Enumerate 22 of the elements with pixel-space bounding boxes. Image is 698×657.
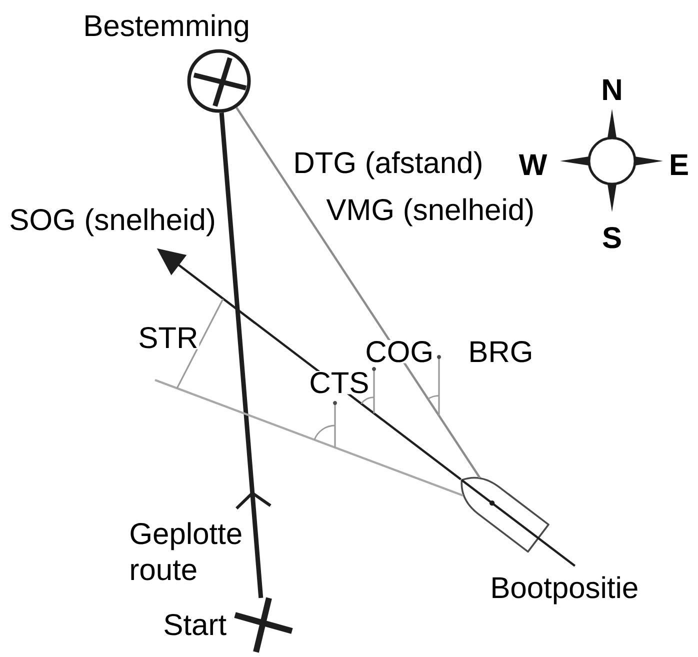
point-label: Bootpositie	[492, 576, 638, 604]
edge-label: SOG (snelheid)	[8, 207, 217, 238]
measure-label: BRG	[467, 340, 534, 364]
route-line	[219, 112, 272, 598]
compass-letter: W	[518, 153, 548, 176]
point-label: Start	[164, 614, 226, 636]
target-symbol	[187, 49, 251, 113]
edge-label: Geplotte route	[128, 521, 248, 582]
compass-letter: S	[601, 226, 623, 250]
compass-letter: N	[600, 78, 624, 101]
connector-line	[154, 378, 464, 497]
measure-label: VMG (snelheid)	[325, 197, 536, 228]
compass-letter: E	[668, 153, 690, 176]
measure-label: COG	[364, 340, 435, 364]
edge-label: DTG (afstand)	[292, 150, 484, 180]
arrow	[158, 248, 462, 480]
point-label: Bestemming	[86, 14, 248, 42]
measure-label: CTS	[308, 371, 370, 394]
boat-symbol	[460, 476, 576, 567]
connector-line	[236, 106, 481, 478]
measure-label: STR	[137, 326, 200, 350]
cross-mark	[234, 597, 293, 653]
